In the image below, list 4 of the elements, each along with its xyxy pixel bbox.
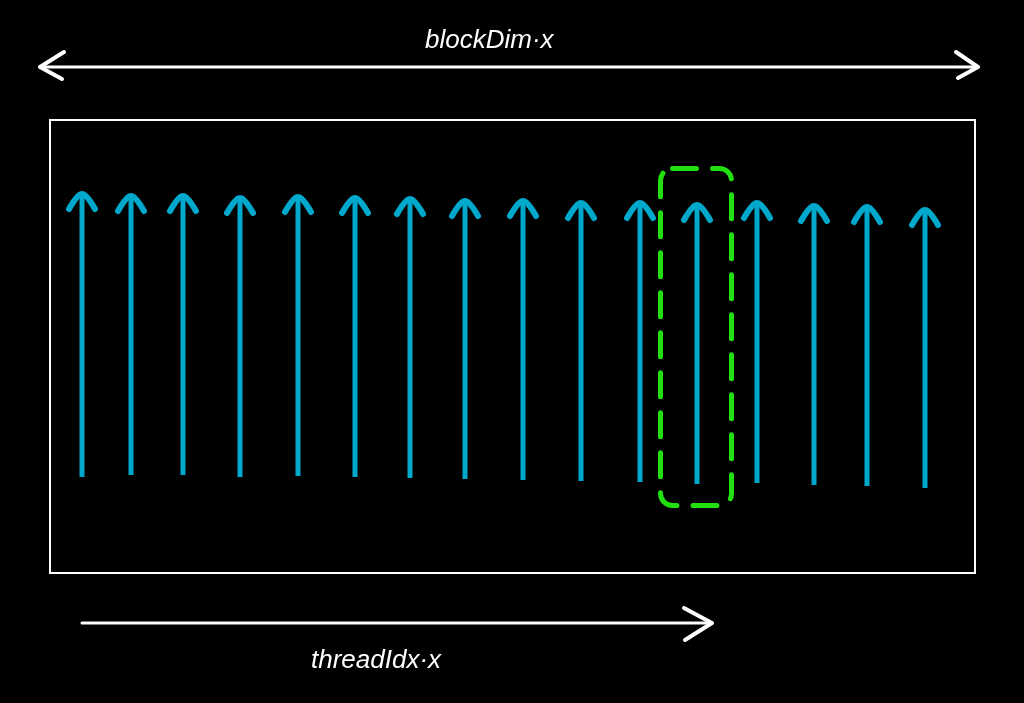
dashed-highlight-frame — [658, 166, 734, 508]
thread-block-frame — [49, 119, 976, 574]
direction-label: threadIdx·x — [311, 646, 442, 672]
dimension-label: blockDim·x — [425, 26, 554, 52]
